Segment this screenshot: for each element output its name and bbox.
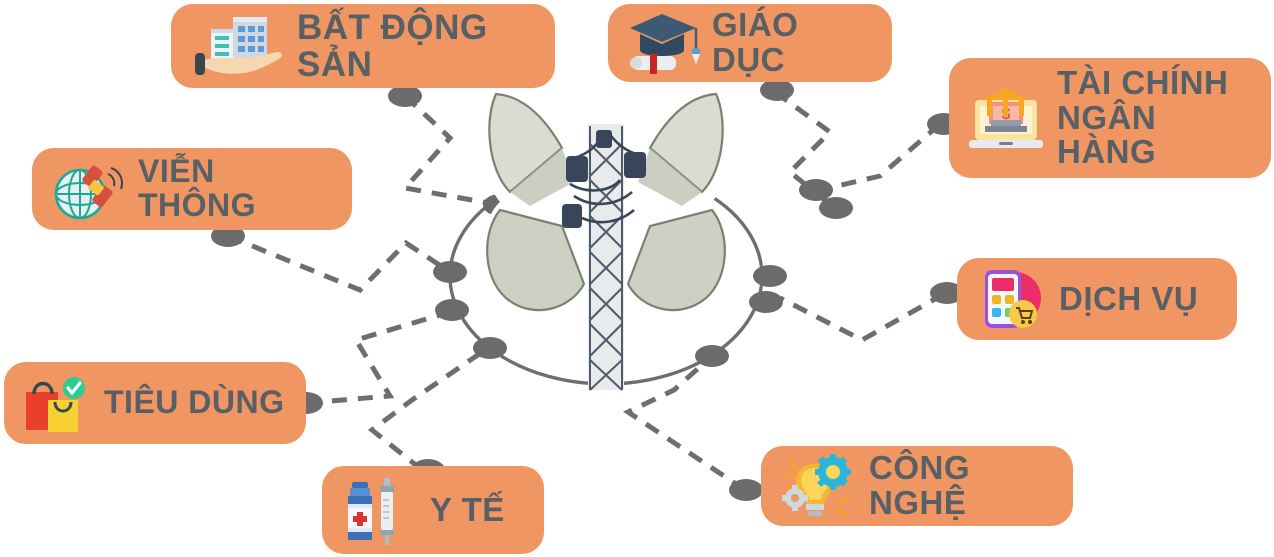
globe-satellite-icon (52, 156, 126, 222)
dot-real-estate-pill (388, 85, 422, 107)
graduation-cap-diploma-icon (626, 10, 702, 76)
connector-education (773, 89, 835, 209)
node-education[interactable]: GIÁO DỤC (608, 4, 892, 82)
smartphone-shopping-cart-icon (975, 266, 1045, 332)
node-technology[interactable]: CÔNG NGHỆ (761, 446, 1073, 526)
ring-dot-technology (695, 345, 729, 367)
dot-services-pill (930, 282, 964, 304)
ring-dot-finance (799, 179, 833, 201)
node-label-technology: CÔNG NGHỆ (869, 449, 970, 521)
dot-technology-pill (729, 479, 763, 501)
node-services[interactable]: DỊCH VỤ (957, 258, 1237, 340)
connector-technology (622, 354, 747, 493)
connector-health (367, 345, 490, 472)
node-label-telecom: VIỄN THÔNG (138, 153, 257, 223)
dot-telecom-pill (211, 225, 245, 247)
node-label-real-estate: BẤT ĐỘNG SẢN (297, 7, 488, 84)
shopping-bags-check-icon (22, 370, 94, 436)
ring-dot-services-2 (749, 291, 783, 313)
node-label-finance: TÀI CHÍNH NGÂN HÀNG (1057, 63, 1229, 171)
ring-dot-education (819, 197, 853, 219)
connector-real-estate (400, 94, 501, 208)
ring-dot-services (753, 265, 787, 287)
ring-dot-health (473, 337, 507, 359)
building-in-hand-icon (193, 13, 285, 79)
ring-dot-telecom (433, 261, 467, 283)
bank-laptop-money-icon: $ (967, 82, 1045, 154)
node-real-estate[interactable]: BẤT ĐỘNG SẢN (171, 4, 555, 88)
vaccine-syringe-icon (342, 474, 412, 546)
connector-finance (819, 122, 942, 193)
node-health[interactable]: Y TẾ (322, 466, 544, 554)
node-label-consumer: TIÊU DÙNG (104, 384, 285, 421)
connector-services (778, 291, 946, 343)
node-label-health: Y TẾ (430, 490, 505, 528)
ring-dot-consumer (435, 299, 469, 321)
node-finance[interactable]: $ TÀI CHÍNH NGÂN HÀNG (949, 58, 1271, 178)
connector-telecom (227, 233, 452, 293)
dot-education-pill (760, 79, 794, 101)
node-telecom[interactable]: VIỄN THÔNG (32, 148, 352, 230)
node-consumer[interactable]: TIÊU DÙNG (4, 362, 306, 444)
center-tower-photo (479, 81, 733, 391)
connector-consumer (305, 309, 451, 406)
node-label-services: DỊCH VỤ (1059, 279, 1199, 317)
lightbulb-gears-icon (779, 452, 859, 520)
node-label-education: GIÁO DỤC (712, 6, 799, 78)
